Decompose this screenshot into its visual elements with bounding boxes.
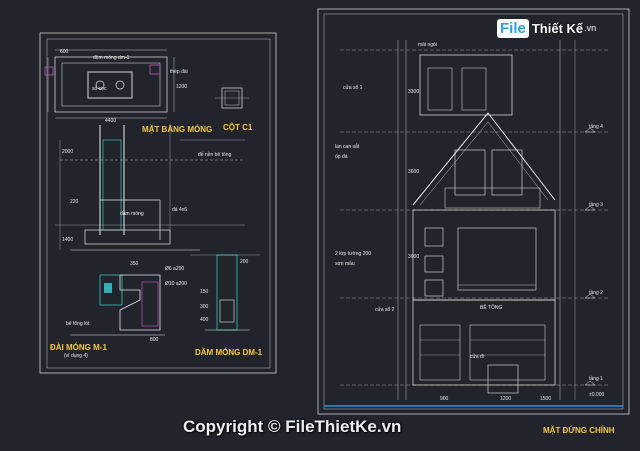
note-label: đế nền bê tông xyxy=(198,152,232,158)
top-floor-block xyxy=(419,54,513,116)
dim-label: 3300 xyxy=(408,89,420,95)
level-label: tầng 4 xyxy=(589,124,603,130)
dim-label: 1200 xyxy=(500,396,512,402)
elevation-note: BÊ TÔNG xyxy=(480,305,503,311)
logo-file-text: File xyxy=(500,19,526,37)
note-label: thép đài xyxy=(170,69,188,75)
note-label: số cọc xyxy=(92,86,107,92)
level-label: tầng 3 xyxy=(589,202,603,208)
middle-floor-block xyxy=(412,209,556,301)
title-main-elevation: MẶT ĐỨNG CHÍNH xyxy=(543,426,615,435)
dim-label: 600 xyxy=(60,49,69,55)
note-label: đá 4x6 xyxy=(172,207,188,213)
elevation-note: sơn màu xyxy=(335,261,355,267)
filethietke-logo: File Thiết Kế .vn xyxy=(497,14,615,42)
right-sheet xyxy=(317,8,630,415)
dim-label: 3900 xyxy=(408,254,420,260)
dim-label: 300 xyxy=(200,304,209,310)
dim-label: 2000 xyxy=(62,149,74,155)
dim-label: 200 xyxy=(240,259,249,265)
left-sheet-inner-border xyxy=(46,38,271,369)
gable-roof xyxy=(412,112,556,206)
level-label: tầng 1 xyxy=(589,376,603,382)
column-rebar-cage xyxy=(102,139,122,231)
note-label: Ø10 a200 xyxy=(165,281,187,287)
right-sheet-border xyxy=(317,8,630,415)
ground-floor-block xyxy=(412,299,556,386)
note-label: bê tông lót xyxy=(66,321,90,327)
dim-label: 1400 xyxy=(62,237,74,243)
dim-label: 150 xyxy=(200,289,209,295)
elevation-note: mái ngói xyxy=(418,42,437,48)
dim-label: 4400 xyxy=(105,118,117,124)
dim-label: 350 xyxy=(130,261,139,267)
logo-brand-text: Thiết Kế xyxy=(531,20,584,36)
dim-label: 400 xyxy=(200,317,209,323)
elevation-note: cửa sổ 1 xyxy=(343,85,363,91)
logo-domain-text: .vn xyxy=(584,23,597,33)
title-foundation-plan: MẶT BẰNG MÓNG xyxy=(142,125,213,134)
balcony-railing-top xyxy=(444,187,541,209)
elevation-note: cửa đi xyxy=(470,354,484,360)
title-footing-m1: ĐÀI MÓNG M-1 xyxy=(50,343,107,352)
footing-section-base xyxy=(84,229,171,245)
elevation-note: lan can sắt xyxy=(335,144,360,150)
left-sheet-border xyxy=(39,32,277,374)
level-label: tầng 2 xyxy=(589,290,603,296)
dim-label: 1200 xyxy=(176,84,188,90)
dim-label: 1500 xyxy=(540,396,552,402)
note-label: đệm móng dm-1 xyxy=(93,55,130,61)
note-label: dầm móng xyxy=(120,211,144,217)
title-beam-dm1: DẦM MÓNG DM-1 xyxy=(195,348,263,357)
elevation-note: cửa sổ 2 xyxy=(375,307,395,313)
accent-mark xyxy=(104,283,112,293)
dim-label: 3600 xyxy=(408,169,420,175)
logo-badge: File xyxy=(497,18,529,38)
level-label: ±0.000 xyxy=(589,392,605,398)
title-column-c1: CỘT C1 xyxy=(223,123,253,132)
left-sheet xyxy=(39,32,277,374)
note-label: Ø6 a200 xyxy=(165,266,185,272)
right-sheet-inner-border xyxy=(323,13,624,410)
footing-m1-note: (ví dụng 4) xyxy=(64,353,88,359)
elevation-note: 2 lớp tường 200 xyxy=(335,251,372,257)
footing-plan-outline xyxy=(54,56,168,113)
dim-label: 900 xyxy=(440,396,449,402)
copyright-watermark: Copyright © FileThietKe.vn xyxy=(183,417,402,436)
dim-label: 800 xyxy=(150,337,159,343)
dim-label: 220 xyxy=(70,199,79,205)
elevation-note: ốp đá xyxy=(335,154,348,160)
